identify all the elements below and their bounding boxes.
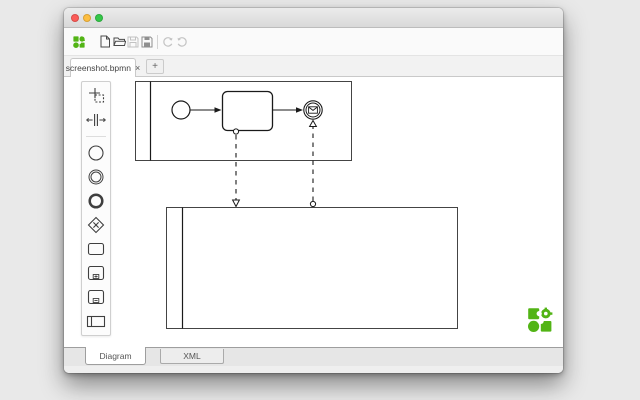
tab-xml[interactable]: XML	[160, 349, 224, 364]
title-bar	[64, 8, 563, 28]
tab-bar: screenshot.bpmn × +	[64, 56, 563, 77]
message-flow-2[interactable]	[308, 119, 318, 208]
palette-create-start-event[interactable]	[82, 141, 110, 165]
undo-button[interactable]	[161, 34, 175, 50]
bpmn-palette	[81, 81, 111, 336]
palette-create-participant[interactable]	[82, 309, 110, 333]
minimize-window-button[interactable]	[83, 13, 91, 22]
maximize-window-button[interactable]	[95, 13, 103, 22]
palette-create-end-event[interactable]	[82, 189, 110, 213]
tab-label: screenshot.bpmn	[65, 63, 131, 73]
palette-create-subprocess-collapsed[interactable]	[82, 261, 110, 285]
message-envelope-icon	[308, 106, 318, 114]
palette-create-task[interactable]	[82, 237, 110, 261]
save-button[interactable]	[126, 34, 140, 50]
bpmn-io-logo[interactable]	[527, 307, 553, 333]
tab-diagram-label: Diagram	[99, 350, 132, 361]
tab-close-icon[interactable]: ×	[134, 62, 141, 73]
diagram-canvas[interactable]	[64, 77, 563, 347]
message-flow-1[interactable]	[231, 128, 241, 208]
window-footer	[64, 366, 563, 373]
view-tab-bar: Diagram XML	[64, 347, 563, 366]
close-window-button[interactable]	[71, 13, 79, 22]
save-as-button[interactable]	[140, 34, 154, 50]
participant-bottom[interactable]	[166, 207, 458, 329]
palette-create-subprocess-expanded[interactable]	[82, 285, 110, 309]
palette-separator	[86, 136, 106, 137]
start-event[interactable]	[171, 100, 191, 120]
app-window: screenshot.bpmn × +	[64, 8, 563, 373]
sequence-flow-1[interactable]	[190, 107, 222, 113]
tab-xml-label: XML	[183, 351, 201, 361]
bpmn-diagram	[135, 81, 458, 329]
palette-create-intermediate-event[interactable]	[82, 165, 110, 189]
tab-screenshot-bpmn[interactable]: screenshot.bpmn ×	[66, 58, 140, 77]
palette-lasso-tool[interactable]	[82, 84, 110, 108]
tab-diagram[interactable]: Diagram	[85, 347, 146, 365]
open-file-button[interactable]	[112, 34, 126, 50]
app-logo-icon	[73, 34, 85, 50]
new-file-button[interactable]	[98, 34, 112, 50]
sequence-flow-2[interactable]	[273, 107, 303, 113]
toolbar-separator	[157, 34, 158, 49]
redo-button[interactable]	[175, 34, 189, 50]
task[interactable]	[221, 90, 274, 132]
toolbar	[64, 28, 563, 56]
message-intermediate-catch-event[interactable]	[303, 100, 323, 120]
palette-space-tool[interactable]	[82, 108, 110, 132]
palette-create-gateway[interactable]	[82, 213, 110, 237]
new-tab-button[interactable]: +	[146, 59, 164, 74]
